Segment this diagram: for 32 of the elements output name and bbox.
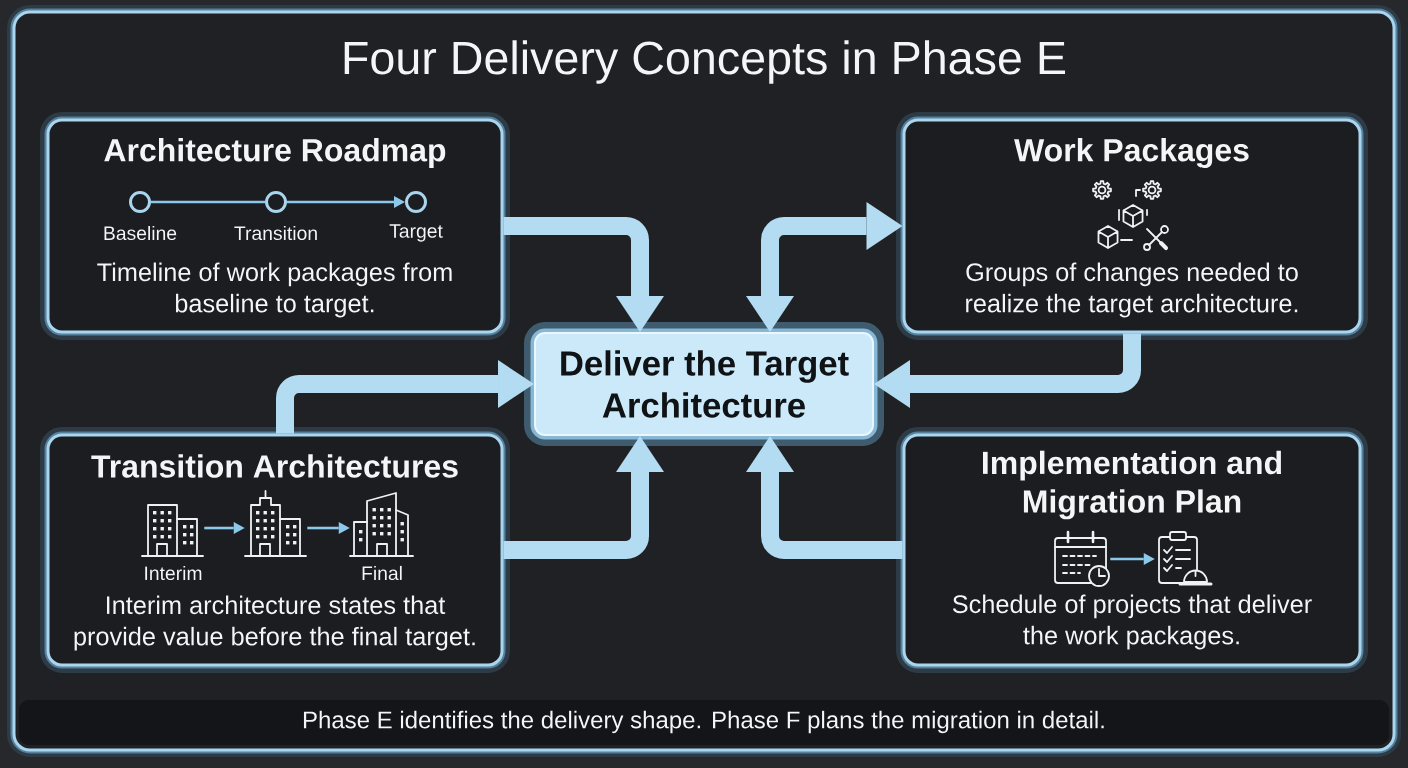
flow-arrow xyxy=(276,360,534,434)
target-box: Deliver the Target Architecture xyxy=(524,322,884,446)
card-heading: Work Packages xyxy=(1014,138,1249,168)
building-icon xyxy=(141,504,204,557)
flow-arrow xyxy=(746,436,903,559)
building-icon xyxy=(244,490,307,557)
building-icon xyxy=(349,492,414,557)
flow-arrow xyxy=(503,217,664,332)
title: Four Delivery Concepts in Phase E xyxy=(344,40,1065,84)
flow-arrow xyxy=(503,436,664,559)
card-text: Groups of changes needed to realize the target architecture. xyxy=(966,262,1298,318)
stage-label: Target xyxy=(389,224,443,242)
stage-label: Baseline xyxy=(104,225,177,241)
connector-line xyxy=(151,200,265,204)
arrow xyxy=(287,196,405,208)
arrow xyxy=(1110,553,1155,565)
card-text: Schedule of projects that deliver the work packages. xyxy=(952,594,1312,650)
arrow xyxy=(307,522,350,534)
stage-label: Interim xyxy=(145,565,202,581)
flow-arrow xyxy=(874,333,1141,408)
double-headed-arrow xyxy=(746,202,903,332)
card-heading: Implementation and Migration Plan xyxy=(983,450,1281,520)
card-text: Timeline of work packages from baseline to target. xyxy=(97,262,452,318)
card-text: Interim architecture states that provide value before the final target. xyxy=(74,595,475,651)
calendar-icon xyxy=(1054,530,1110,587)
footer-caption: Phase E identifies the delivery shape. Phase F plans the migration in detail. xyxy=(19,700,1389,745)
clipboard-icon xyxy=(1158,531,1213,586)
arrow xyxy=(204,522,245,534)
card-heading: Transition Architectures xyxy=(91,454,458,478)
stage-label: Final xyxy=(362,565,402,581)
stage-label: Transition xyxy=(234,225,317,241)
card-heading: Architecture Roadmap xyxy=(104,138,446,168)
